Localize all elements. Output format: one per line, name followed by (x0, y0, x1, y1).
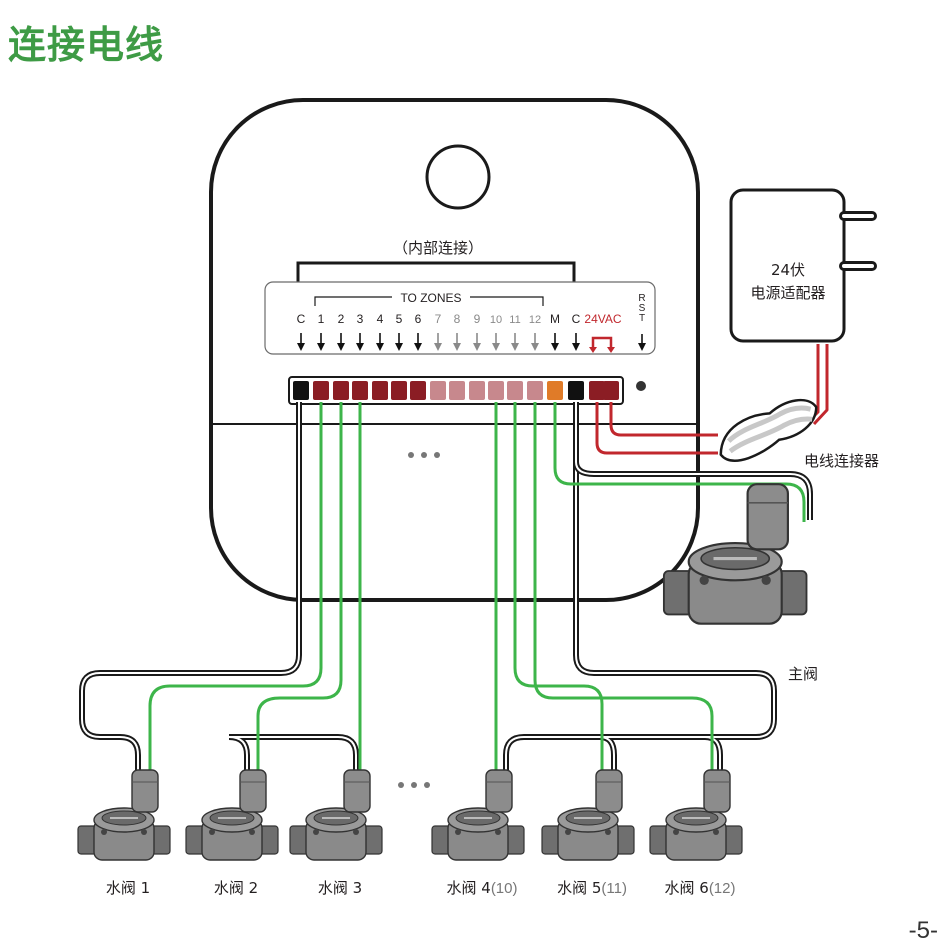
power-24vac-label: 24VAC (584, 312, 621, 326)
terminal-label-zone-2: 2 (338, 312, 345, 326)
terminal-strip (289, 377, 623, 404)
terminal-label-zone-1: 1 (318, 312, 325, 326)
terminal-zone-4 (372, 381, 388, 400)
valves-ellipsis (398, 782, 430, 788)
terminal-label-zone-6: 6 (415, 312, 422, 326)
terminal-zone-11 (507, 381, 523, 400)
valve-label: 水阀 3 (318, 879, 362, 897)
connector-label: 电线连接器 (804, 452, 879, 470)
valve-1 (78, 770, 170, 860)
valve-5 (542, 770, 634, 860)
terminal-label-zone-12: 12 (529, 314, 541, 326)
terminal-label-zone-9: 9 (474, 312, 481, 326)
to-zones-label: TO ZONES (400, 291, 461, 305)
valve-label: 水阀 1 (106, 879, 150, 897)
adapter-label-line1: 24伏 (771, 261, 805, 279)
valve-label: 水阀 2 (214, 879, 258, 897)
valve-labels: 水阀 1 水阀 2 水阀 3 水阀 4(10) 水阀 5(11) 水阀 6(12) (106, 879, 736, 897)
page-number: -5- (909, 917, 938, 945)
terminal-zone-8 (449, 381, 465, 400)
terminal-zone-3 (352, 381, 368, 400)
terminal-label-zone-8: 8 (454, 312, 461, 326)
master-valve-label: 主阀 (788, 665, 818, 683)
valves (78, 770, 742, 860)
valve-2 (186, 770, 278, 860)
terminal-label-zone-10: 10 (490, 314, 502, 326)
terminal-zone-2 (333, 381, 349, 400)
terminal-label-zone-11: 11 (509, 314, 520, 326)
terminal-label-zone-4: 4 (377, 312, 384, 326)
valve-label: 水阀 5(11) (557, 879, 627, 897)
terminal-label-common: C (297, 312, 306, 326)
terminal-zone-7 (430, 381, 446, 400)
terminal-label-common-2: C (572, 312, 581, 326)
valve-3 (290, 770, 382, 860)
valve-4 (432, 770, 524, 860)
terminal-common (293, 381, 309, 400)
terminal-zone-6 (410, 381, 426, 400)
terminal-zone-5 (391, 381, 407, 400)
terminal-master (547, 381, 563, 400)
terminal-label-zone-3: 3 (357, 312, 364, 326)
terminal-zone-10 (488, 381, 504, 400)
terminal-zone-1 (313, 381, 329, 400)
terminal-label-zone-7: 7 (435, 312, 442, 326)
terminal-power-1 (589, 381, 605, 400)
controller-dial (427, 146, 489, 208)
valve-label: 水阀 4(10) (447, 879, 518, 897)
valve-6 (650, 770, 742, 860)
internal-connection-label: （内部连接） (393, 239, 483, 257)
terminal-zone-9 (469, 381, 485, 400)
adapter-label-line2: 电源适配器 (750, 284, 825, 302)
reset-button (636, 381, 646, 391)
rst-letter: T (639, 313, 645, 324)
terminal-common-2 (568, 381, 584, 400)
terminal-power-2 (603, 381, 619, 400)
terminal-label-master: M (550, 312, 560, 326)
valve-label: 水阀 6(12) (665, 879, 736, 897)
terminal-zone-12 (527, 381, 543, 400)
terminal-label-zone-5: 5 (396, 312, 403, 326)
controller-ellipsis (408, 452, 440, 458)
